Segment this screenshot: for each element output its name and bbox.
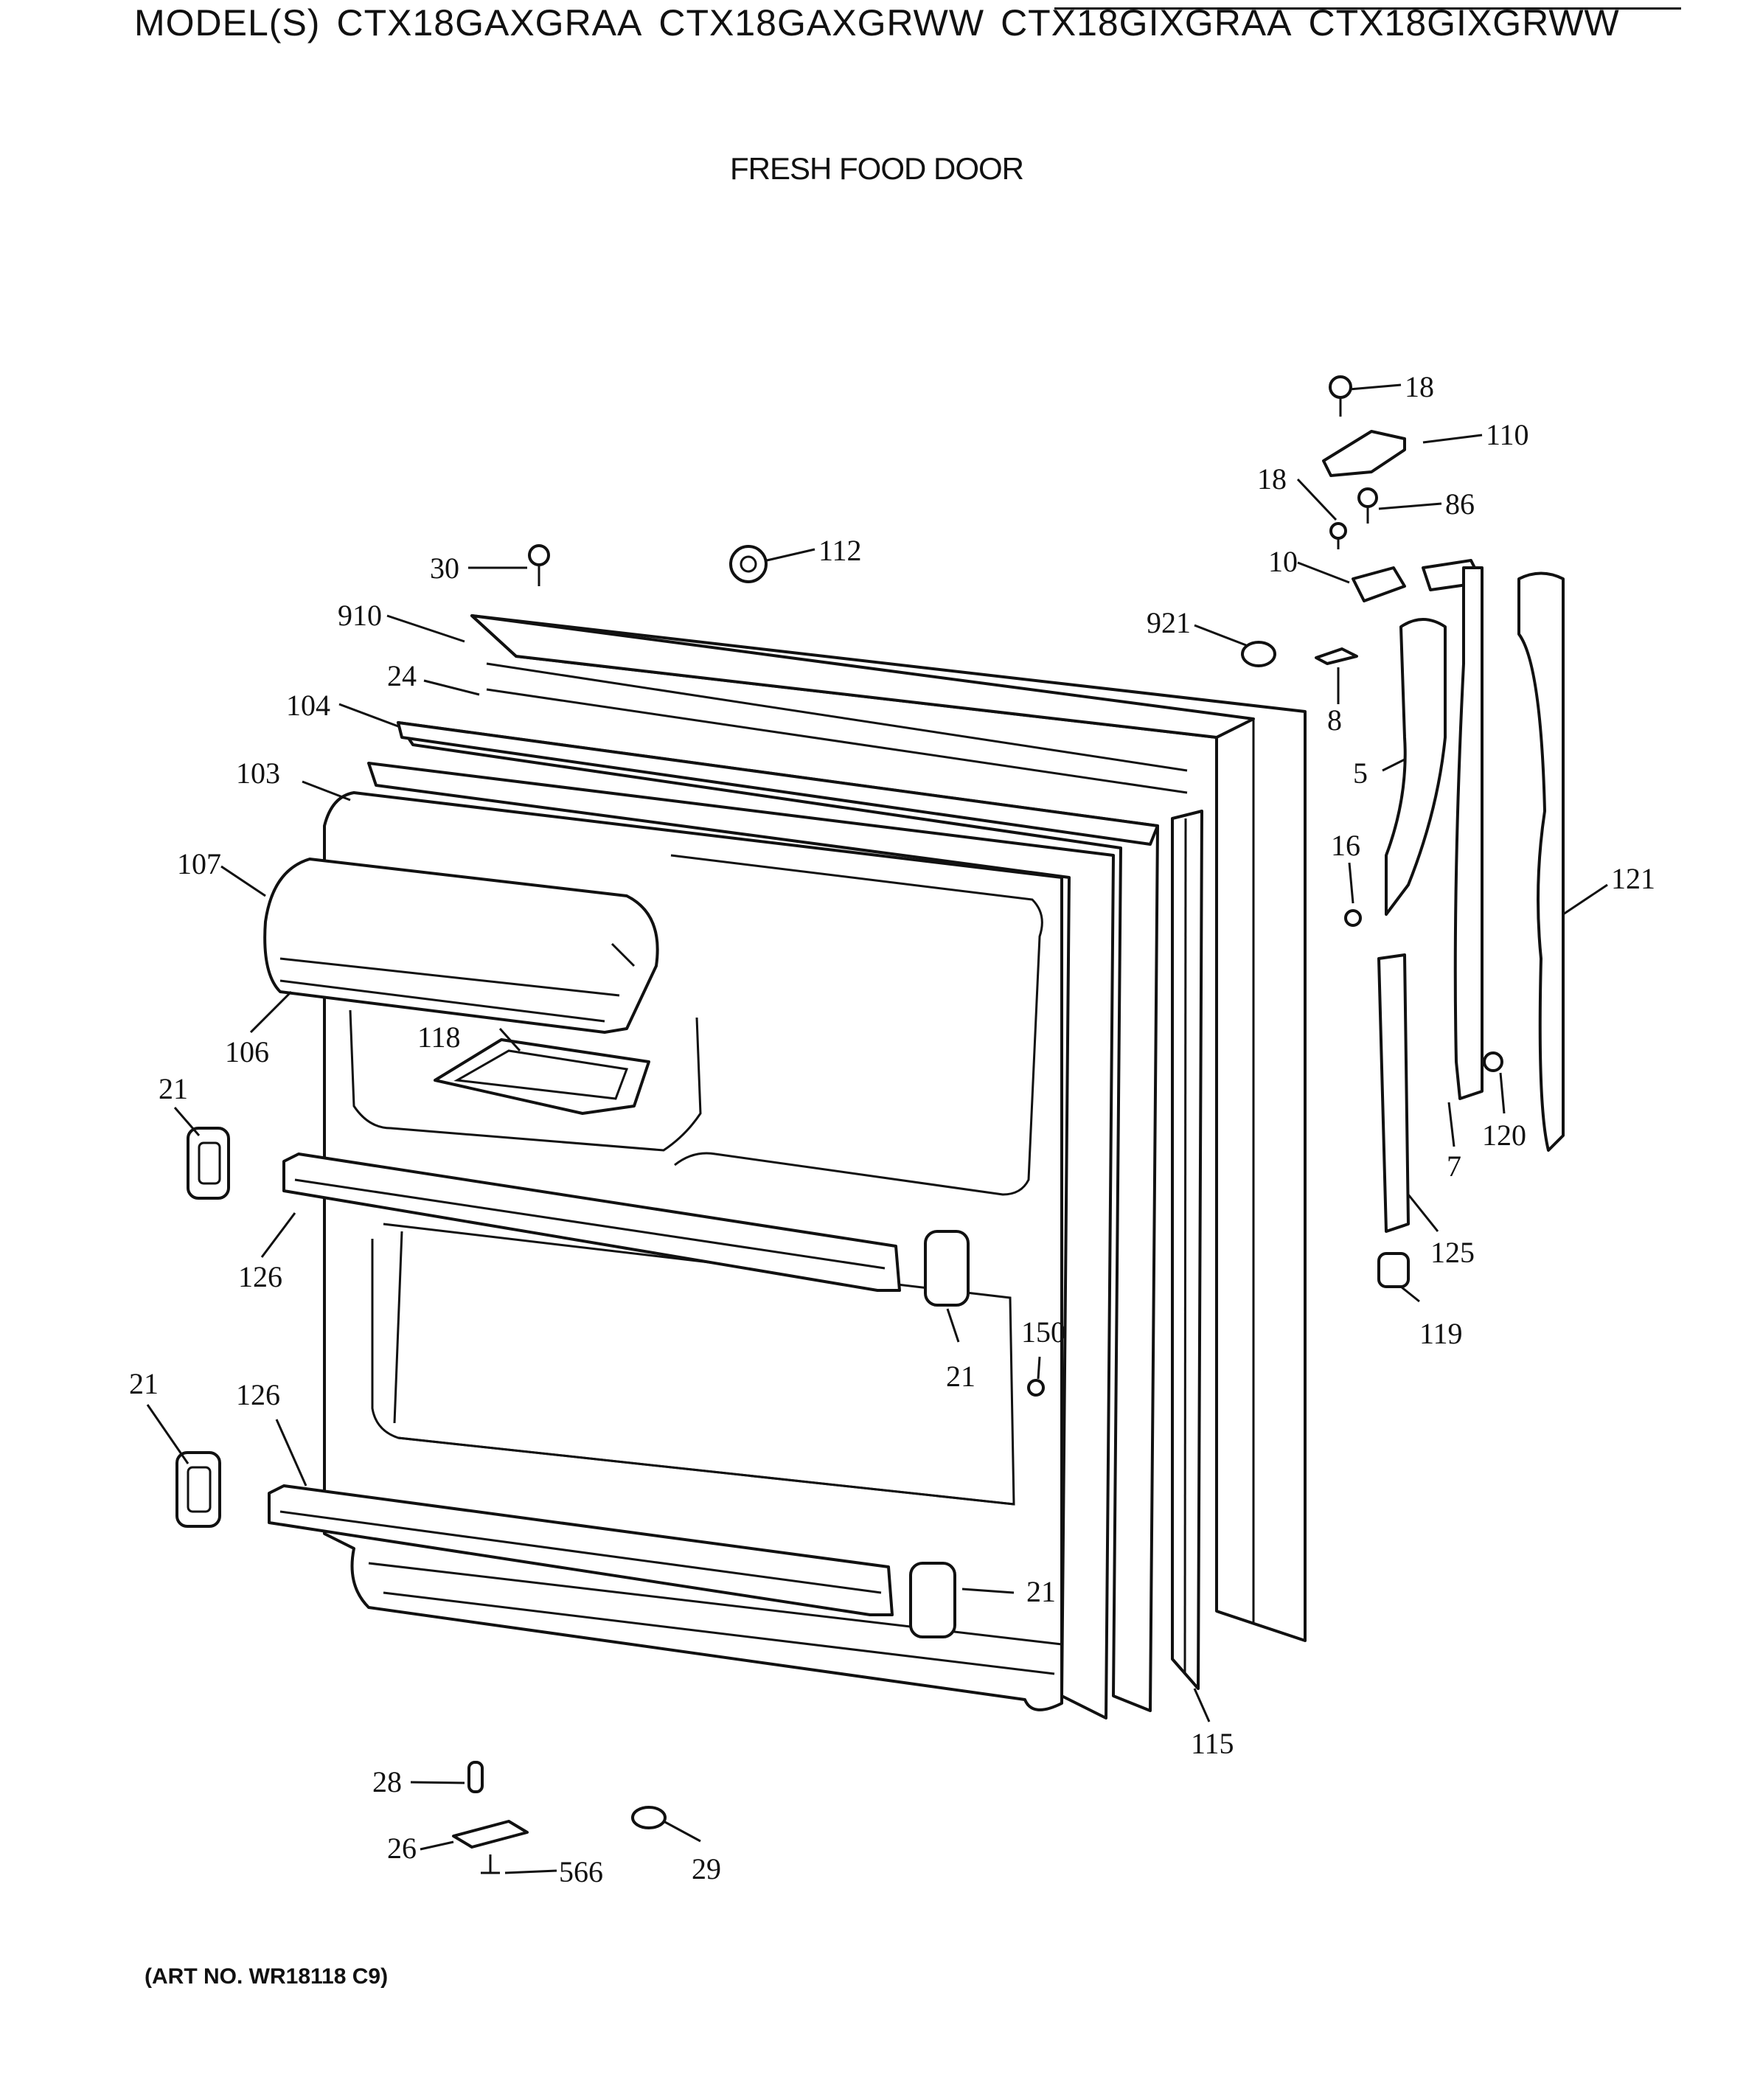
shelf-bracket — [175, 1451, 221, 1528]
callout-126: 126 — [236, 1378, 280, 1411]
callout-24: 24 — [387, 659, 417, 692]
callout-566: 566 — [559, 1855, 603, 1888]
callout-107: 107 — [177, 847, 221, 880]
shelf-bracket — [187, 1127, 230, 1200]
door-outer-shell — [470, 614, 1307, 1642]
callout-30: 30 — [430, 552, 459, 585]
callout-18: 18 — [1257, 462, 1287, 496]
callout-16: 16 — [1331, 829, 1360, 862]
hinge-pin — [1329, 375, 1352, 417]
dairy-compartment-door — [263, 858, 659, 1034]
callout-125: 125 — [1430, 1236, 1475, 1269]
callout-28: 28 — [372, 1765, 402, 1798]
callout-86: 86 — [1445, 487, 1475, 521]
dairy-tray — [434, 1038, 650, 1115]
callout-26: 26 — [387, 1832, 417, 1865]
callout-8: 8 — [1327, 703, 1342, 737]
screw — [1027, 1379, 1045, 1397]
callout-29: 29 — [692, 1852, 721, 1885]
callout-110: 110 — [1486, 418, 1529, 451]
handle-mount-bar — [1377, 953, 1410, 1233]
callout-118: 118 — [417, 1021, 461, 1054]
callout-21: 21 — [946, 1360, 975, 1393]
callout-labels: 18 110 18 86 10 30 112 910 921 24 8 104 … — [129, 370, 1655, 1888]
screw — [528, 544, 550, 586]
callout-7: 7 — [1447, 1150, 1461, 1183]
leader-lines — [146, 383, 1608, 1874]
screw — [1483, 1051, 1503, 1072]
callout-21: 21 — [129, 1367, 159, 1400]
callout-150: 150 — [1021, 1315, 1065, 1349]
header-rule — [1054, 7, 1681, 10]
callout-119: 119 — [1419, 1317, 1463, 1350]
callout-106: 106 — [225, 1035, 269, 1068]
shelf-bracket — [909, 1562, 956, 1638]
plug-button — [729, 545, 768, 583]
hinge-plate — [452, 1820, 529, 1849]
door-shelf-bar — [268, 1484, 894, 1616]
screw — [1344, 909, 1362, 927]
art-number: (ART NO. WR18118 C9) — [145, 1964, 389, 1989]
screw — [1329, 522, 1347, 549]
hinge-shim — [1315, 647, 1358, 665]
screw — [481, 1854, 500, 1874]
handle-cover — [1517, 571, 1565, 1152]
handle-trim-strip — [1453, 566, 1484, 1100]
callout-18: 18 — [1405, 370, 1434, 403]
door-shelf-bar — [282, 1152, 901, 1292]
screw — [1357, 487, 1378, 524]
model-prefix: MODEL(S) — [134, 2, 321, 44]
door-gasket-strip — [1171, 810, 1203, 1690]
callout-21: 21 — [159, 1072, 188, 1105]
callout-104: 104 — [286, 689, 330, 722]
hinge-cover — [1322, 430, 1406, 477]
callout-10: 10 — [1268, 545, 1298, 578]
callout-5: 5 — [1353, 757, 1368, 790]
door-stop-pin — [467, 1761, 484, 1793]
handle-end-cap — [1377, 1252, 1410, 1288]
callout-126: 126 — [238, 1260, 282, 1293]
callout-121: 121 — [1611, 862, 1655, 895]
bushing — [631, 1806, 667, 1829]
callout-112: 112 — [818, 534, 862, 567]
section-title: FRESH FOOD DOOR — [730, 151, 1024, 186]
shelf-bracket — [924, 1230, 970, 1307]
hinge-bracket — [1352, 559, 1484, 602]
model-number: CTX18GAXGRWW — [658, 2, 985, 44]
callout-921: 921 — [1147, 606, 1191, 639]
callout-120: 120 — [1482, 1119, 1526, 1152]
callout-21: 21 — [1026, 1575, 1056, 1608]
callout-103: 103 — [236, 757, 280, 790]
plug-button — [1241, 641, 1276, 667]
door-handle — [1385, 618, 1447, 916]
door-gasket — [397, 721, 1159, 1712]
model-number: CTX18GAXGRAA — [336, 2, 643, 44]
callout-115: 115 — [1191, 1727, 1234, 1760]
callout-910: 910 — [338, 599, 382, 632]
